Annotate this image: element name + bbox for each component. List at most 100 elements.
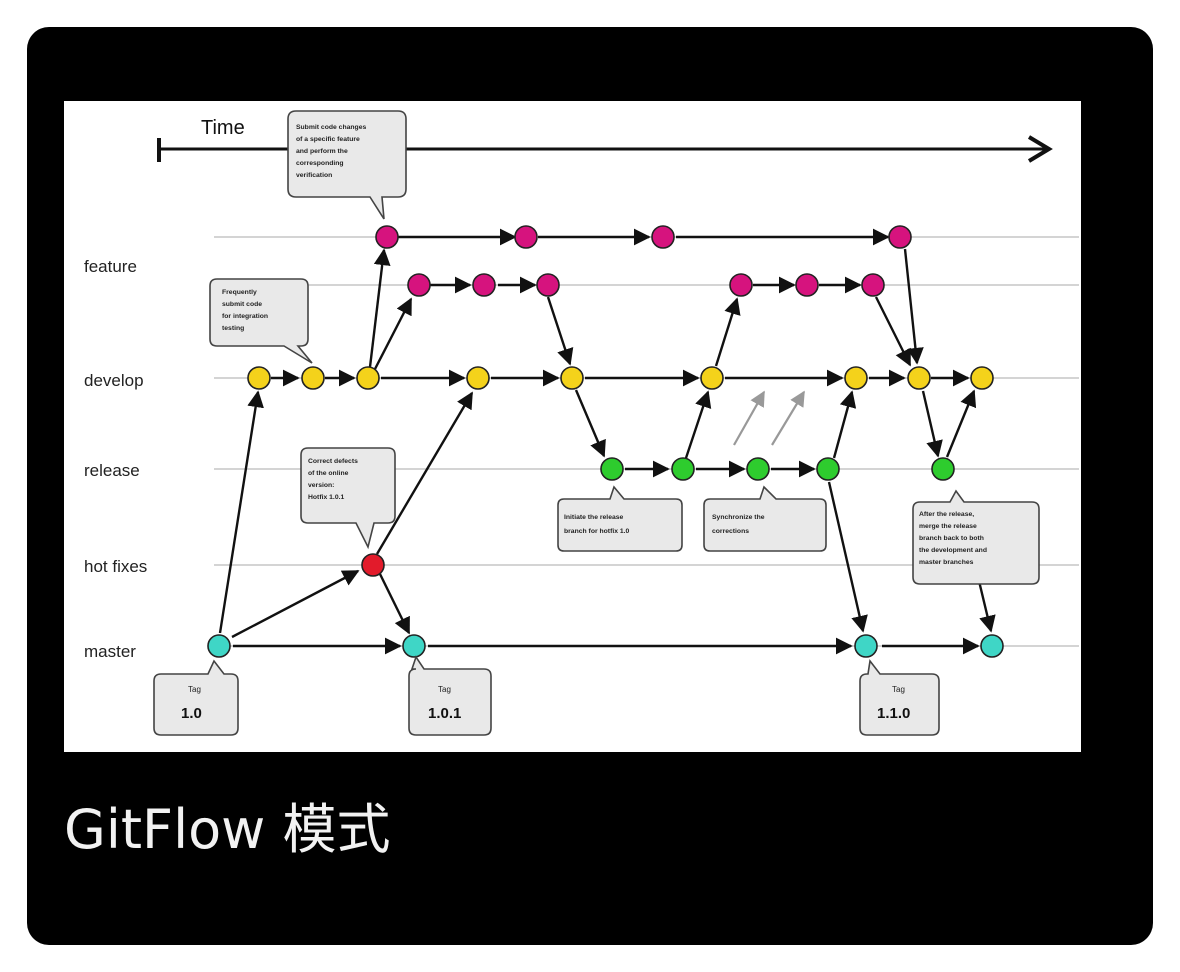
develop-commit-node [356,366,380,390]
tag-1-1-0: Tag 1.1.0 [859,659,940,736]
develop-commit-node [466,366,490,390]
edge [832,390,857,459]
edge [874,296,912,367]
note-line: Hotfix 1.0.1 [308,494,344,501]
edge [714,297,741,367]
edge [827,481,868,633]
release-commit-node [816,457,840,481]
note-merge: After the release, merge the release bra… [912,489,1040,585]
sync-hint-arrow [771,390,805,446]
edge [231,569,360,639]
note-line: testing [222,325,244,332]
note-line: master branches [919,559,974,566]
time-label: Time [201,117,245,139]
note-line: Synchronize the [712,514,765,521]
note-line: Initiate the release [564,514,624,521]
edge [378,573,411,635]
tag-label: Tag [188,685,201,694]
develop-commit-node [247,366,271,390]
note-bubble [209,278,313,364]
note-line: Correct defects [308,458,358,465]
edge [368,248,391,368]
tag-bubble [408,655,492,736]
release-commit-node [931,457,955,481]
lane-label-hotfix: hot fixes [84,557,147,576]
tag-1-0-1: Tag 1.0.1 [408,655,492,736]
gitflow-diagram: Time feature develop release hot fixes m… [84,110,1079,736]
edge [375,391,474,555]
tag-version: 1.0 [181,705,202,722]
release-commit-node [746,457,770,481]
note-line: version: [308,482,334,489]
tag-1-0: Tag 1.0 [153,659,239,736]
release-commit-node [671,457,695,481]
feature-commit-node [651,225,675,249]
note-line: corrections [712,528,749,535]
tag-label: Tag [892,685,905,694]
note-release-init: Initiate the release branch for hotfix 1… [557,485,683,552]
edge [945,389,977,458]
feature-commit-node [536,273,560,297]
master-commit-node [402,634,426,658]
tag-label: Tag [438,685,451,694]
feature-commit-node [729,273,753,297]
edge [903,248,924,365]
tag-version: 1.0.1 [428,705,461,722]
tag-bubble [153,659,239,736]
note-line: After the release, [919,511,974,518]
feature-commit-node [795,273,819,297]
feature-commit-node [888,225,912,249]
note-line: Frequently [222,289,257,296]
master-commit-node [854,634,878,658]
feature-commit-node [407,273,431,297]
edge [218,390,264,634]
edge [546,296,574,366]
note-line: corresponding [296,160,344,167]
note-bubble [703,485,827,552]
edge [373,297,413,370]
note-line: of the online [308,470,349,477]
note-line: branch for hotfix 1.0 [564,528,630,535]
lane-label-release: release [84,461,140,480]
edge [574,389,606,458]
develop-commit-node [301,366,325,390]
note-develop: Frequently submit code for integration t… [209,278,313,364]
note-feature: Submit code changes of a specific featur… [287,110,407,220]
note-line: branch back to both [919,535,984,542]
develop-commit-node [700,366,724,390]
note-line: for integration [222,313,268,320]
hotfix-commit-node [361,553,385,577]
note-hotfix: Correct defects of the online version: H… [300,447,396,550]
note-line: and perform the [296,148,348,155]
edge [921,390,943,458]
note-line: merge the release [919,523,977,530]
develop-commit-node [907,366,931,390]
feature-commit-node [861,273,885,297]
master-commit-node [207,634,231,658]
develop-commit-node [844,366,868,390]
develop-commit-node [560,366,584,390]
note-bubble [557,485,683,552]
lane-label-develop: develop [84,371,144,390]
lane-label-feature: feature [84,257,137,276]
gitflow-diagram-panel: Time feature develop release hot fixes m… [64,101,1081,752]
slide-title: GitFlow 模式 [64,798,391,861]
commit-edges [218,228,996,655]
feature-commit-node [472,273,496,297]
time-axis-arrowhead [1027,135,1053,163]
edge [684,390,712,459]
tag-bubble [859,659,940,736]
master-commit-node [980,634,1004,658]
note-line: Submit code changes [296,124,366,131]
feature-commit-node [514,225,538,249]
note-bubble [912,489,1040,585]
develop-commit-node [970,366,994,390]
sync-hint-arrow [733,390,765,446]
lane-label-master: master [84,642,136,661]
note-bubble [287,110,407,220]
note-line: verification [296,172,332,179]
edge [977,580,996,633]
note-line: the development and [919,547,987,554]
feature-commit-node [375,225,399,249]
note-line: of a specific feature [296,136,360,143]
